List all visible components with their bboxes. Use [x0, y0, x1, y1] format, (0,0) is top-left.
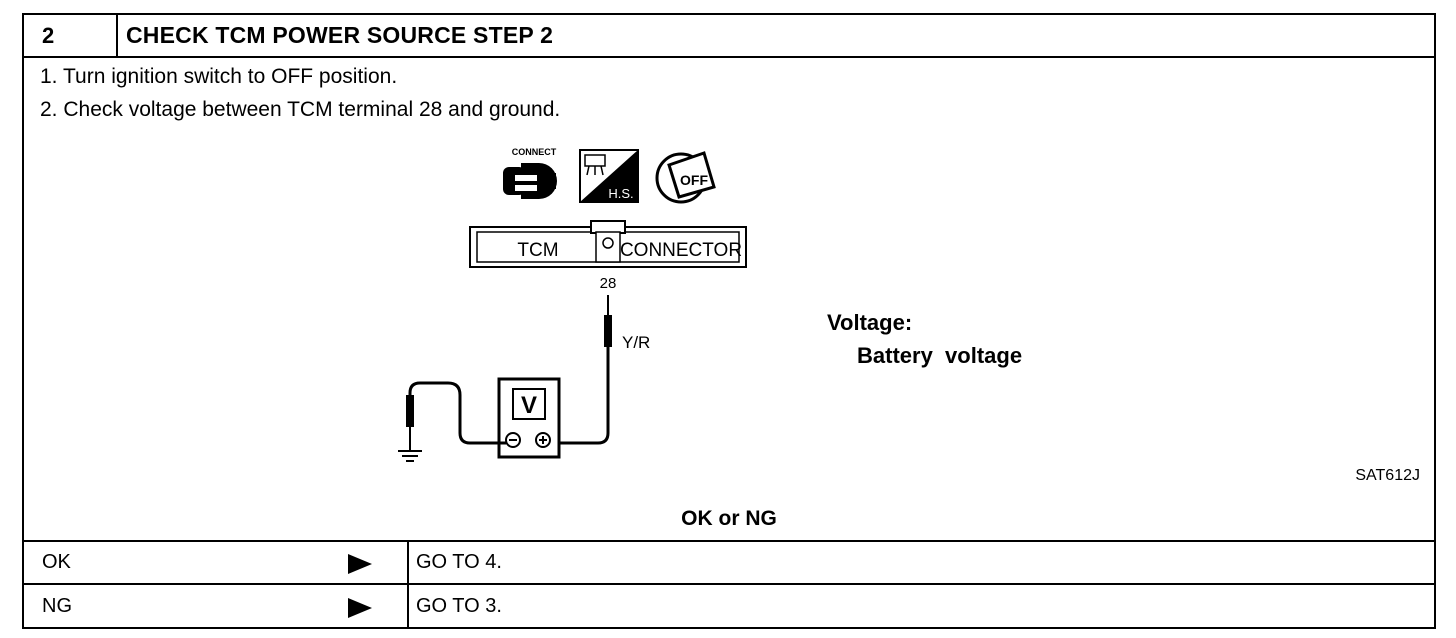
- hs-icon: H.S.: [579, 149, 639, 203]
- wiring-diagram: CONNECT H.S. OFF: [398, 147, 747, 462]
- inspection-step-table: 2 CHECK TCM POWER SOURCE STEP 2 1. Turn …: [22, 13, 1436, 629]
- voltage-spec-value: Battery voltage: [857, 343, 1023, 368]
- result-ng-action: GO TO 3.: [416, 595, 502, 617]
- step-title: CHECK TCM POWER SOURCE STEP 2: [126, 22, 554, 48]
- result-ok-status: OK: [42, 551, 71, 573]
- positive-probe: [544, 295, 612, 445]
- voltage-spec-label: Voltage:: [827, 310, 913, 335]
- terminal-number-label: 28: [600, 275, 617, 292]
- arrow-right-icon: [348, 554, 372, 574]
- result-ok-action: GO TO 4.: [416, 551, 502, 573]
- instruction-2: 2. Check voltage between TCM terminal 28…: [40, 98, 561, 121]
- connector-tcm-label: TCM: [517, 240, 558, 261]
- result-row-divider: [24, 583, 1434, 585]
- ignition-off-icon: OFF: [655, 151, 716, 204]
- tcm-connector: TCM CONNECTOR: [469, 220, 747, 268]
- wire-color-label: Y/R: [622, 333, 650, 352]
- ground-probe: [406, 381, 506, 451]
- result-divider: [24, 540, 1434, 542]
- step-header: 2 CHECK TCM POWER SOURCE STEP 2: [24, 15, 1434, 58]
- ground-icon: [398, 450, 422, 462]
- figure-id: SAT612J: [1355, 467, 1420, 484]
- step-number: 2: [24, 15, 118, 56]
- result-ng-status: NG: [42, 595, 72, 617]
- off-icon-label: OFF: [680, 172, 708, 188]
- arrow-right-icon: [348, 598, 372, 618]
- connect-icon: CONNECT: [503, 147, 557, 199]
- connect-icon-label: CONNECT: [512, 147, 557, 157]
- voltmeter-label: V: [521, 392, 537, 419]
- hs-icon-label: H.S.: [608, 186, 633, 201]
- result-column-divider: [407, 540, 409, 627]
- connector-name-label: CONNECTOR: [620, 240, 742, 261]
- instruction-1: 1. Turn ignition switch to OFF position.: [40, 65, 398, 88]
- voltmeter-icon: V: [497, 377, 561, 459]
- ok-or-ng-label: OK or NG: [681, 507, 777, 530]
